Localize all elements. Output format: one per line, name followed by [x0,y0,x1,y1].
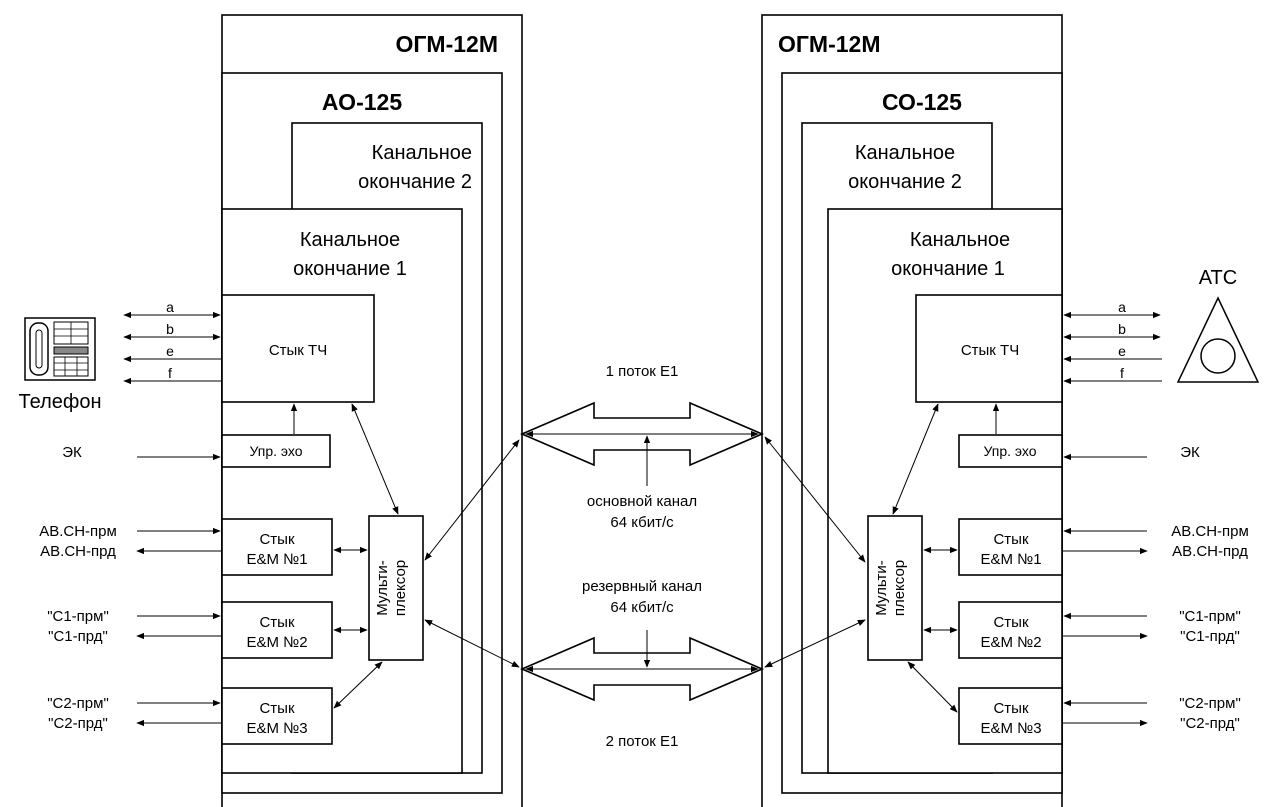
left-c2-tx-label: "С2-прд" [48,715,108,732]
right-echo-control-block [958,434,1063,468]
left-vf-interface-block [221,294,375,403]
left-mux-stream2-link [424,619,520,668]
left-em1-line2: E&M №1 [246,551,307,568]
e1-stream-2-label: 2 поток Е1 [606,733,679,750]
main-channel-label-line2: 64 кбит/с [610,514,674,531]
right-echo-control-label: Упр. эхо [983,443,1036,459]
right-c2-rx-label: "С2-прм" [1179,695,1241,712]
left-ogm-title: ОГМ-12М [396,31,499,57]
right-terminal: ОГМ-12М СО-125 Канальное окончание 2 Кан… [761,14,1063,807]
right-mux-stream1-link [764,436,866,563]
right-em3-mux-link [907,661,958,713]
right-wire-a-label: a [1118,299,1126,315]
left-wire-e-label: e [166,343,174,359]
right-ek-label: ЭК [1180,444,1200,461]
left-em1-line1: Стык [259,531,294,548]
right-mux-line2: плексор [891,560,908,616]
telephone-icon [24,317,96,381]
right-em3-line1: Стык [993,700,1028,717]
e1-stream-1-label: 1 поток Е1 [606,363,679,380]
left-wire-a-label: a [166,299,174,315]
left-wire-b-label: b [166,321,174,337]
right-mux-block [867,515,923,661]
left-em3-mux-link [333,661,383,709]
e1-links: 1 поток Е1 основной канал 64 кбит/с резе… [424,363,866,750]
left-em3-line2: E&M №3 [246,720,307,737]
left-echo-control-block [221,434,331,468]
left-vf-interface-label: Стык ТЧ [269,342,327,359]
internal-links [290,403,1000,713]
right-co-title: СО-125 [882,89,962,115]
right-channel-end-2-line1: Канальное [855,142,955,164]
main-channel-label-line1: основной канал [587,493,697,510]
right-mux-line1: Мульти- [873,560,890,615]
right-vf-interface-label: Стык ТЧ [961,342,1019,359]
left-vf-mux-link [351,403,399,515]
left-c1-rx-label: "С1-прм" [47,608,109,625]
left-channel-end-1-line1: Канальное [300,229,400,251]
right-c1-tx-label: "С1-прд" [1180,628,1240,645]
left-wire-f-label: f [168,365,172,381]
right-em1-line2: E&M №1 [980,551,1041,568]
right-vf-interface-block [915,294,1063,403]
right-sig-rx-label: АВ.СН-прм [1171,523,1249,540]
telephone-label: Телефон [19,391,102,413]
right-ogm-title: ОГМ-12М [778,31,881,57]
left-channel-end-2-line1: Канальное [372,142,472,164]
left-ek-label: ЭК [62,444,82,461]
left-sig-tx-label: АВ.СН-прд [40,543,116,560]
left-echo-control-label: Упр. эхо [249,443,302,459]
left-em2-line1: Стык [259,614,294,631]
right-em1-line1: Стык [993,531,1028,548]
right-channel-end-2-line2: окончание 2 [848,171,962,193]
left-sig-rx-label: АВ.СН-прм [39,523,117,540]
right-wire-b-label: b [1118,321,1126,337]
left-em2-block [221,601,333,659]
left-em3-block [221,687,333,745]
left-mux-line1: Мульти- [374,560,391,615]
left-em2-line2: E&M №2 [246,634,307,651]
left-channel-end-1-line2: окончание 1 [293,258,407,280]
right-em2-line2: E&M №2 [980,634,1041,651]
right-wire-e-label: e [1118,343,1126,359]
left-mux-block [368,515,424,661]
right-external: АТС a b e f ЭК АВ.СН-прм АВ.СН-прд "С1-п… [1062,267,1260,732]
right-channel-end-1-line1: Канальное [910,229,1010,251]
reserve-channel-label-line2: 64 кбит/с [610,599,674,616]
left-mux-line2: плексор [392,560,409,616]
left-c2-rx-label: "С2-прм" [47,695,109,712]
left-external: Телефон a b e f ЭК АВ.СН-прм АВ.СН-прд "… [19,299,222,732]
left-terminal: ОГМ-12М АО-125 Канальное окончание 2 Кан… [221,14,523,807]
reserve-channel-label-line1: резервный канал [582,578,702,595]
left-em3-line1: Стык [259,700,294,717]
right-em3-line2: E&M №3 [980,720,1041,737]
right-mux-stream2-link [764,619,866,668]
right-em3-block [958,687,1063,745]
right-c1-rx-label: "С1-прм" [1179,608,1241,625]
left-em1-block [221,518,333,576]
right-wire-f-label: f [1120,365,1124,381]
right-em1-block [958,518,1063,576]
left-ao-title: АО-125 [322,89,402,115]
right-em2-line1: Стык [993,614,1028,631]
right-c2-tx-label: "С2-прд" [1180,715,1240,732]
telephone-exchange-icon [1176,296,1260,383]
right-channel-end-1-line2: окончание 1 [891,258,1005,280]
left-mux-stream1-link [424,439,520,561]
left-c1-tx-label: "С1-прд" [48,628,108,645]
right-sig-tx-label: АВ.СН-прд [1172,543,1248,560]
left-channel-end-2-line2: окончание 2 [358,171,472,193]
exchange-label: АТС [1199,267,1237,289]
right-vf-mux-link [892,403,939,515]
right-em2-block [958,601,1063,659]
